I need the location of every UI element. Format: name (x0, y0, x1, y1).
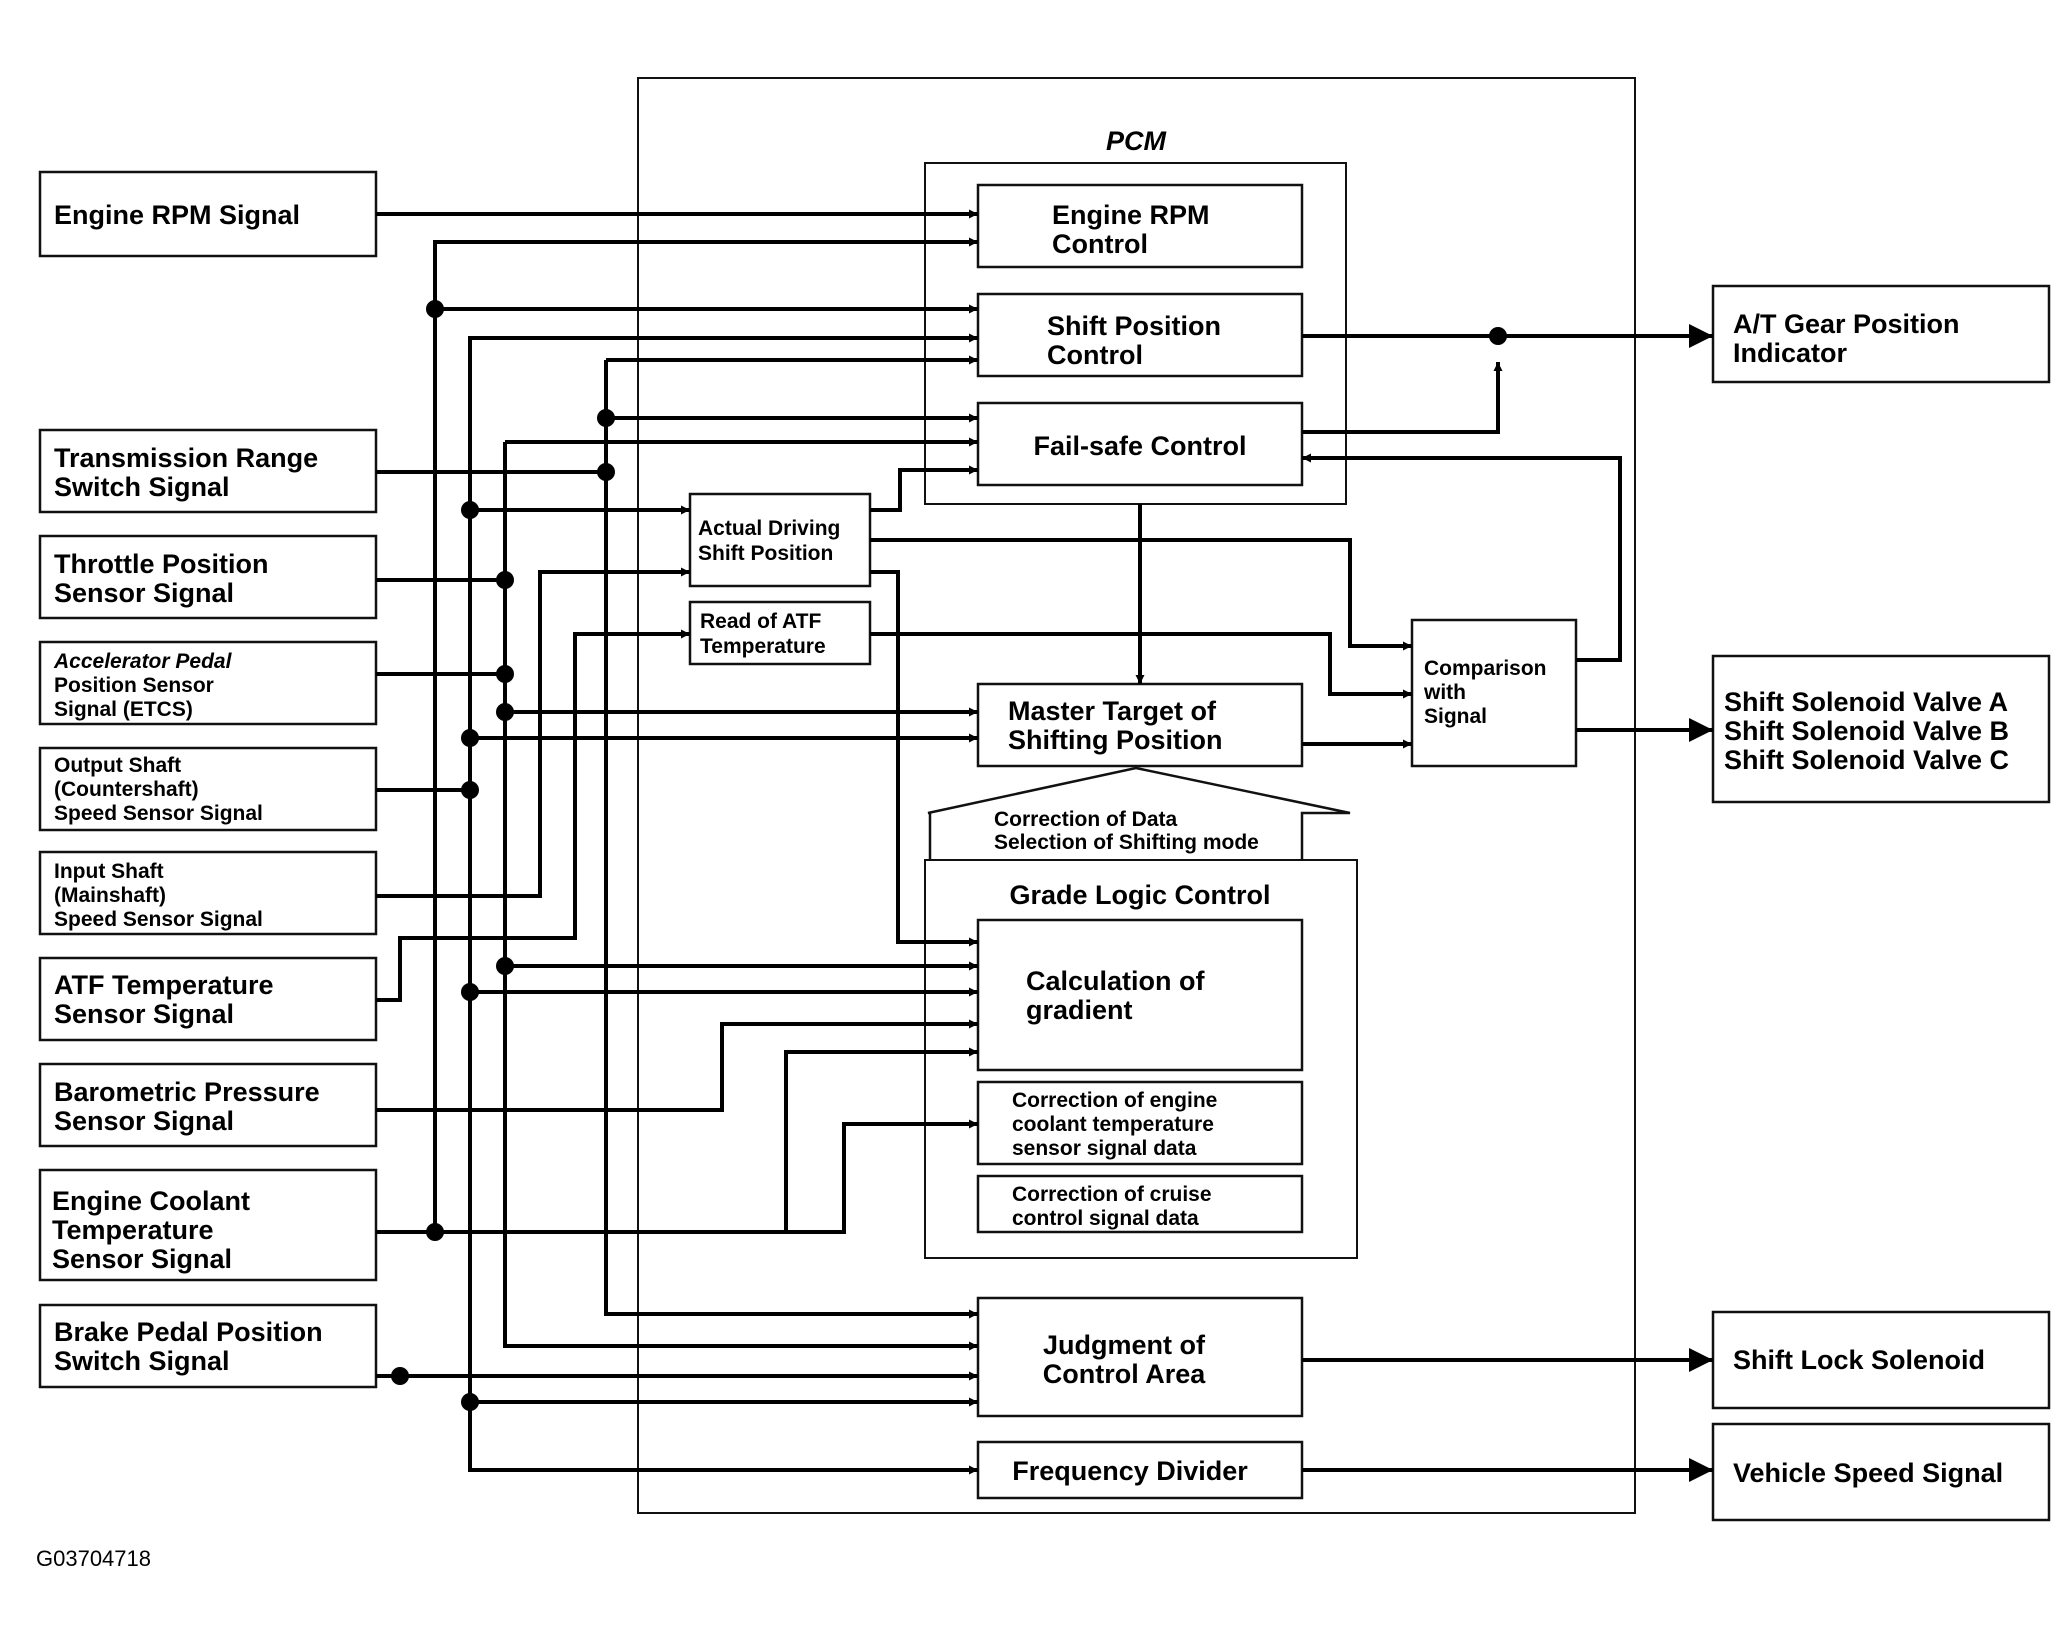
svg-text:Sensor Signal: Sensor Signal (54, 999, 234, 1029)
output-shift-lock-solenoid: Shift Lock Solenoid (1711, 1310, 2051, 1410)
svg-text:Read of ATF: Read of ATF (700, 610, 821, 633)
svg-text:Shift Solenoid Valve B: Shift Solenoid Valve B (1724, 716, 2009, 746)
block-master-target-of-shifting-position: Master Target of Shifting Position (976, 682, 1304, 768)
svg-text:Signal (ETCS): Signal (ETCS) (54, 698, 193, 721)
svg-text:Vehicle Speed Signal: Vehicle Speed Signal (1733, 1458, 2003, 1488)
svg-text:Accelerator Pedal: Accelerator Pedal (53, 650, 233, 673)
svg-text:A/T Gear Position: A/T Gear Position (1733, 309, 1960, 339)
input-accelerator-pedal-position-sensor: Accelerator Pedal Position Sensor Signal… (38, 640, 378, 726)
svg-text:Control Area: Control Area (1043, 1359, 1206, 1389)
block-correction-of-engine-coolant-data: Correction of engine coolant temperature… (976, 1080, 1304, 1166)
svg-text:Speed Sensor Signal: Speed Sensor Signal (54, 908, 263, 931)
input-throttle-position-sensor: Throttle Position Sensor Signal (38, 534, 378, 620)
svg-text:Position Sensor: Position Sensor (54, 674, 214, 697)
svg-text:coolant temperature: coolant temperature (1012, 1113, 1214, 1136)
svg-text:Speed Sensor Signal: Speed Sensor Signal (54, 802, 263, 825)
svg-text:Input Shaft: Input Shaft (54, 860, 164, 883)
svg-text:Grade Logic Control: Grade Logic Control (1009, 880, 1270, 910)
svg-text:with: with (1423, 681, 1466, 704)
svg-text:Shift Position: Shift Position (698, 542, 833, 565)
svg-text:gradient: gradient (1026, 995, 1133, 1025)
svg-text:Judgment of: Judgment of (1043, 1330, 1206, 1360)
svg-text:Temperature: Temperature (52, 1215, 214, 1245)
svg-text:Frequency Divider: Frequency Divider (1012, 1456, 1248, 1486)
svg-text:Signal: Signal (1424, 705, 1487, 728)
svg-text:Engine RPM Signal: Engine RPM Signal (54, 200, 300, 230)
svg-text:Switch Signal: Switch Signal (54, 472, 230, 502)
svg-text:Sensor Signal: Sensor Signal (54, 578, 234, 608)
svg-text:Shifting Position: Shifting Position (1008, 725, 1222, 755)
input-engine-rpm-signal: Engine RPM Signal (38, 170, 378, 258)
svg-text:Sensor Signal: Sensor Signal (54, 1106, 234, 1136)
input-output-shaft-speed-sensor: Output Shaft (Countershaft) Speed Sensor… (38, 746, 378, 832)
svg-text:Master Target of: Master Target of (1008, 696, 1217, 726)
junction-dots (391, 300, 1507, 1411)
input-barometric-pressure-sensor: Barometric Pressure Sensor Signal (38, 1062, 378, 1148)
svg-text:Correction of Data: Correction of Data (994, 808, 1178, 831)
block-judgment-of-control-area: Judgment of Control Area (976, 1296, 1304, 1418)
block-calculation-of-gradient: Calculation of gradient (976, 918, 1304, 1072)
svg-text:Temperature: Temperature (700, 635, 826, 658)
input-atf-temperature-sensor: ATF Temperature Sensor Signal (38, 956, 378, 1042)
connection-lines (376, 209, 1713, 1482)
svg-text:Output Shaft: Output Shaft (54, 754, 181, 777)
svg-text:control signal data: control signal data (1012, 1207, 1199, 1230)
svg-text:Brake Pedal Position: Brake Pedal Position (54, 1317, 323, 1347)
svg-text:(Countershaft): (Countershaft) (54, 778, 199, 801)
svg-text:Comparison: Comparison (1424, 657, 1547, 680)
svg-text:sensor signal data: sensor signal data (1012, 1137, 1197, 1160)
block-fail-safe-control: Fail-safe Control (976, 401, 1304, 487)
svg-text:Throttle Position: Throttle Position (54, 549, 268, 579)
svg-text:Correction of engine: Correction of engine (1012, 1089, 1217, 1112)
block-comparison-with-signal: Comparison with Signal (1410, 618, 1578, 768)
pcm-frame (637, 77, 1636, 1514)
svg-text:Switch Signal: Switch Signal (54, 1346, 230, 1376)
svg-text:Shift Lock Solenoid: Shift Lock Solenoid (1733, 1345, 1985, 1375)
block-frequency-divider: Frequency Divider (976, 1440, 1304, 1500)
input-brake-pedal-position-switch: Brake Pedal Position Switch Signal (38, 1303, 378, 1389)
svg-text:Selection of Shifting mode: Selection of Shifting mode (994, 831, 1259, 854)
svg-text:Engine RPM: Engine RPM (1052, 200, 1210, 230)
input-transmission-range-switch: Transmission Range Switch Signal (38, 428, 378, 514)
block-actual-driving-shift-position: Actual Driving Shift Position (688, 492, 872, 588)
svg-text:Control: Control (1052, 229, 1148, 259)
svg-text:Barometric Pressure: Barometric Pressure (54, 1077, 320, 1107)
block-engine-rpm-control: Engine RPM Control (976, 183, 1304, 269)
input-engine-coolant-temperature-sensor: Engine Coolant Temperature Sensor Signal (38, 1168, 378, 1282)
svg-text:Indicator: Indicator (1733, 338, 1848, 368)
svg-text:Calculation of: Calculation of (1026, 966, 1206, 996)
input-input-shaft-speed-sensor: Input Shaft (Mainshaft) Speed Sensor Sig… (38, 850, 378, 936)
svg-text:ATF Temperature: ATF Temperature (54, 970, 274, 1000)
pcm-title: PCM (1106, 126, 1167, 156)
svg-text:(Mainshaft): (Mainshaft) (54, 884, 166, 907)
svg-text:Engine Coolant: Engine Coolant (52, 1186, 250, 1216)
svg-text:Sensor Signal: Sensor Signal (52, 1244, 232, 1274)
block-shift-position-control: Shift Position Control (976, 292, 1304, 378)
output-vehicle-speed-signal: Vehicle Speed Signal (1711, 1422, 2051, 1522)
grade-logic-control-group: Grade Logic Control (924, 859, 1358, 1259)
svg-text:Transmission Range: Transmission Range (54, 443, 318, 473)
output-shift-solenoid-valves: Shift Solenoid Valve A Shift Solenoid Va… (1711, 654, 2051, 804)
svg-text:Fail-safe Control: Fail-safe Control (1033, 431, 1246, 461)
control-group-frame (924, 162, 1347, 505)
figure-code: G03704718 (36, 1546, 151, 1571)
svg-text:Control: Control (1047, 340, 1143, 370)
svg-text:Correction of cruise: Correction of cruise (1012, 1183, 1212, 1206)
block-correction-of-cruise-control-data: Correction of cruise control signal data (976, 1174, 1304, 1234)
correction-of-data-arrow: Correction of Data Selection of Shifting… (927, 766, 1351, 860)
svg-text:Shift Solenoid Valve A: Shift Solenoid Valve A (1724, 687, 2008, 717)
output-at-gear-position-indicator: A/T Gear Position Indicator (1711, 284, 2051, 384)
svg-text:Shift Position: Shift Position (1047, 311, 1221, 341)
svg-text:Shift Solenoid Valve C: Shift Solenoid Valve C (1724, 745, 2009, 775)
svg-text:Actual Driving: Actual Driving (698, 517, 840, 540)
block-read-of-atf-temperature: Read of ATF Temperature (688, 600, 872, 666)
